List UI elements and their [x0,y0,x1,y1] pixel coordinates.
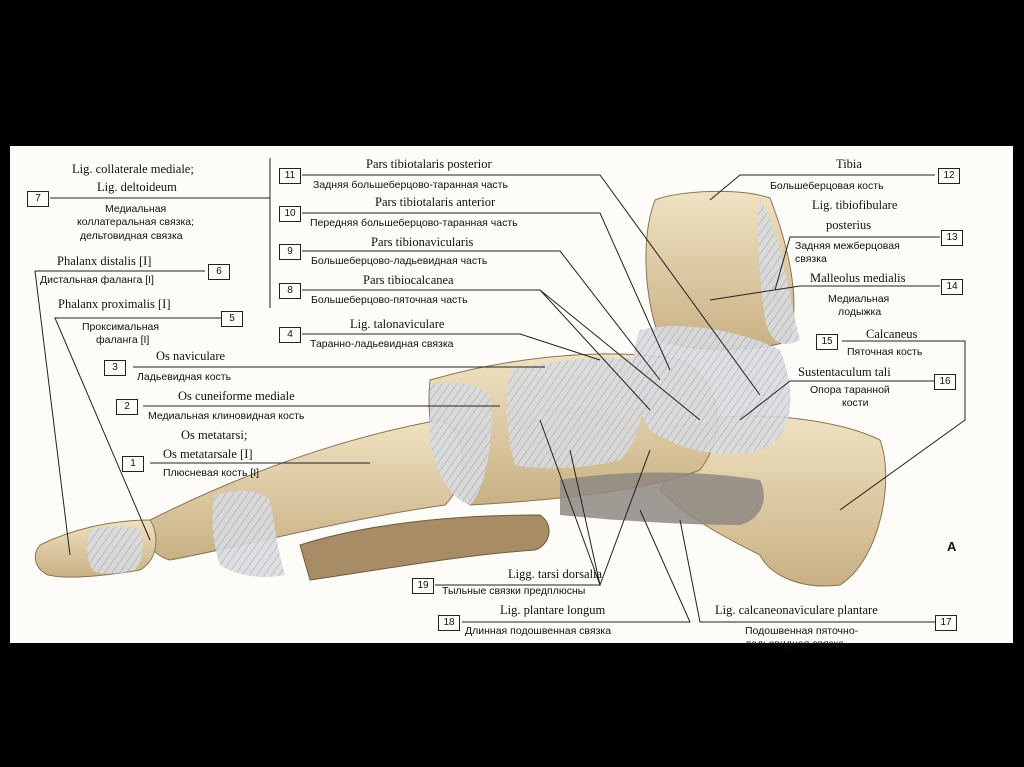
label-3-latin: Os naviculare [156,349,226,363]
label-14-russian: Медиальная [828,293,890,305]
label-9-latin: Pars tibionavicularis [371,235,474,249]
label-9-russian: Большеберцово-ладьевидная часть [311,255,488,267]
label-number-9: 9 [279,244,301,260]
label-12-russian: Большеберцовая кость [770,180,884,192]
label-3-russian: Ладьевидная кость [137,371,232,383]
label-number-4: 4 [279,327,301,343]
label-17-russian: Подошвенная пяточно- [745,625,859,637]
figure-letter: A [947,539,957,554]
label-14-latin: Malleolus medialis [810,271,906,285]
label-number-19: 19 [412,578,434,594]
label-1-latin: Os metatarsi; [181,428,248,442]
label-8-russian: Большеберцово-пяточная часть [311,294,468,306]
label-7-russian-2: коллатеральная связка; [77,216,195,228]
label-number-8: 8 [279,283,301,299]
label-10-russian: Передняя большеберцово-таранная часть [310,217,518,229]
label-number-12: 12 [938,168,960,184]
label-13-russian: Задняя межберцовая [795,240,900,252]
label-number-7: 7 [27,191,49,207]
label-7-latin-2: Lig. deltoideum [97,180,177,194]
label-19-russian: Тыльные связки предплюсны [442,585,586,597]
label-8-latin: Pars tibiocalcanea [363,273,454,287]
label-number-3: 3 [104,360,126,376]
label-18-russian: Длинная подошвенная связка [465,625,612,637]
label-number-15: 15 [816,334,838,350]
ligament-shapes [87,200,800,577]
label-number-10: 10 [279,206,301,222]
label-11-latin: Pars tibiotalaris posterior [366,157,492,171]
label-16-latin: Sustentaculum tali [798,365,891,379]
label-number-17: 17 [935,615,957,631]
label-number-1: 1 [122,456,144,472]
label-number-5: 5 [221,311,243,327]
label-number-2: 2 [116,399,138,415]
label-number-18: 18 [438,615,460,631]
label-13-russian-2: связка [795,253,827,265]
label-14-russian-2: лодыжка [838,306,882,318]
label-10-latin: Pars tibiotalaris anterior [375,195,496,209]
label-number-14: 14 [941,279,963,295]
label-7-russian: Медиальная [105,203,167,215]
label-number-16: 16 [934,374,956,390]
label-2-russian: Медиальная клиновидная кость [148,410,305,422]
label-7-russian-3: дельтовидная связка [80,230,183,242]
leader-lines [34,158,966,623]
label-17-russian-2: ладьевидная связка [745,638,845,650]
label-1-russian: Плюсневая кость [I] [163,467,260,479]
label-1-latin-2: Os metatarsale [I] [163,447,253,461]
label-5-russian: Проксимальная [82,321,160,333]
label-2-latin: Os cuneiforme mediale [178,389,295,403]
label-13-latin-2: posterius [826,218,872,232]
label-17-latin: Lig. calcaneonaviculare plantare [715,603,878,617]
label-4-latin: Lig. talonaviculare [350,317,445,331]
label-5-russian-2: фаланга [I] [96,334,150,346]
label-13-latin: Lig. tibiofibulare [812,198,898,212]
label-5-latin: Phalanx proximalis [I] [58,297,171,311]
label-12-latin: Tibia [836,157,862,171]
label-number-6: 6 [208,264,230,280]
label-4-russian: Таранно-ладьевидная связка [310,338,454,350]
label-15-latin: Calcaneus [866,327,918,341]
label-number-13: 13 [941,230,963,246]
label-6-latin: Phalanx distalis [I] [57,254,152,268]
label-15-russian: Пяточная кость [847,346,923,358]
calcaneus-shape [659,415,887,587]
label-number-11: 11 [279,168,301,184]
label-19-latin: Ligg. tarsi dorsalia [508,567,603,581]
label-16-russian-2: кости [842,397,869,409]
label-16-russian: Опора таранной [810,384,890,396]
label-7-latin: Lig. collaterale mediale; [72,162,194,176]
label-18-latin: Lig. plantare longum [500,603,606,617]
label-6-russian: Дистальная фаланга [I] [40,274,154,286]
label-11-russian: Задняя большеберцово-таранная часть [313,179,508,191]
